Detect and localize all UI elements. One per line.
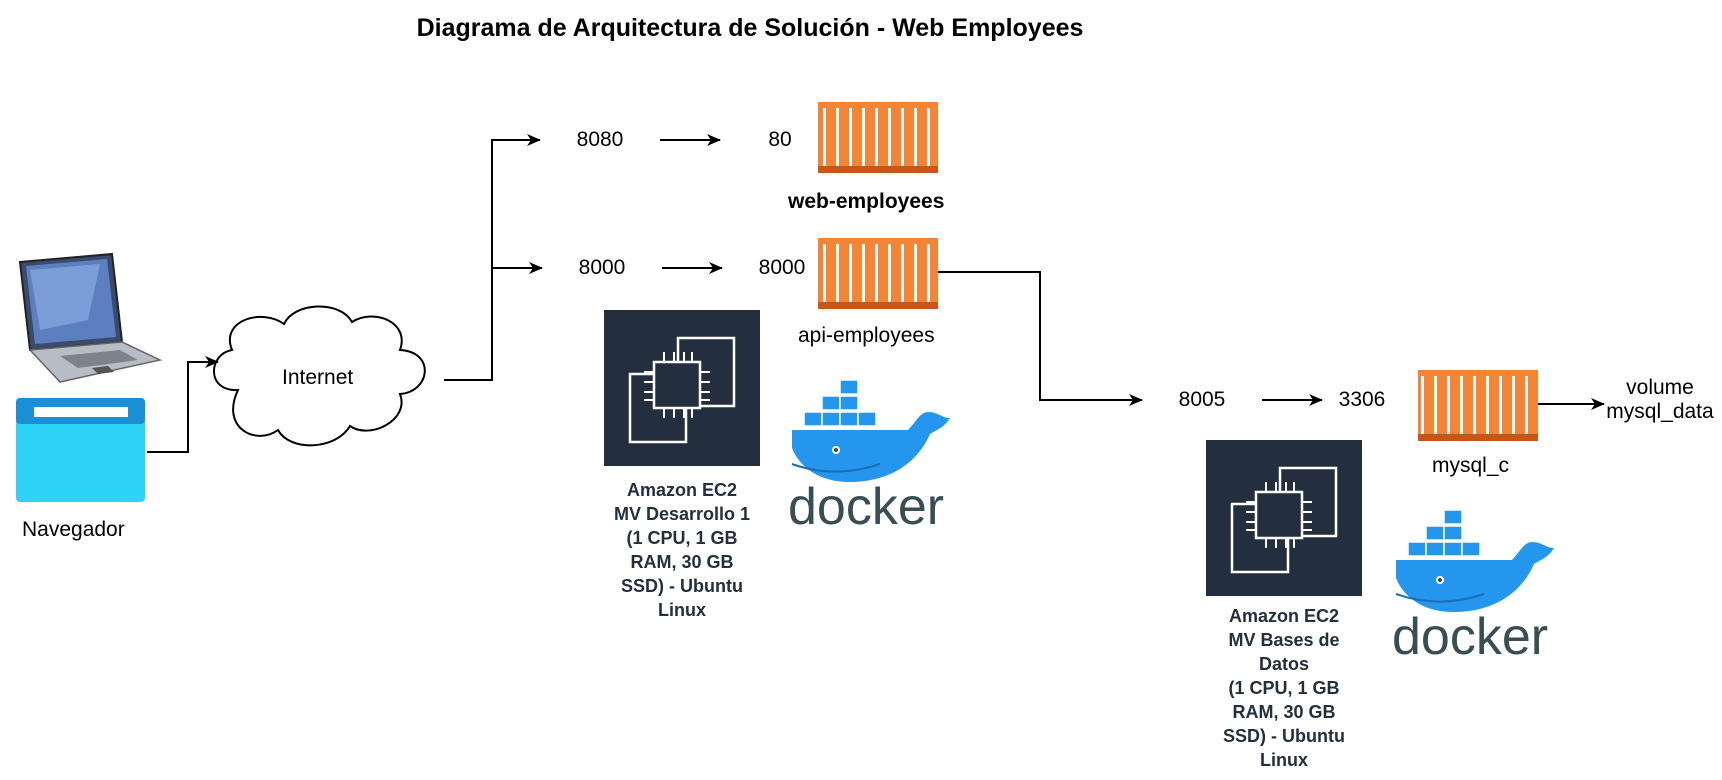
ec2-db-icon [1206, 440, 1362, 596]
mysql-container-icon [1418, 370, 1538, 441]
db-container-port: 3306 [1338, 388, 1386, 411]
ec2-dev-icon [604, 310, 760, 466]
web-container-icon [818, 102, 938, 173]
docker-db-wordmark: docker [1392, 608, 1548, 666]
web-container-port: 80 [768, 128, 792, 151]
browser-to-internet-arrow [147, 356, 219, 453]
docker-dev-wordmark: docker [788, 478, 944, 536]
laptop-icon [18, 252, 163, 383]
api-container-name: api-employees [798, 324, 935, 347]
web-host-port: 8080 [576, 128, 624, 151]
diagram-title: Diagrama de Arquitectura de Solución - W… [416, 14, 1084, 42]
api-host-port: 8000 [578, 256, 626, 279]
internet-label: Internet [282, 366, 354, 389]
browser-icon [16, 398, 145, 502]
internet-cloud [213, 305, 426, 447]
api-container-port: 8000 [758, 256, 806, 279]
browser-label: Navegador [22, 518, 125, 541]
api-to-db-arrow [938, 271, 1143, 406]
api-container-icon [818, 238, 938, 309]
docker-dev-logo: docker [788, 379, 950, 536]
web-container-name: web-employees [788, 190, 945, 213]
db-host-port: 8005 [1178, 388, 1226, 411]
internet-to-web-arrow [444, 134, 541, 381]
db-container-name: mysql_c [1432, 454, 1510, 477]
ec2-dev-label: Amazon EC2 MV Desarrollo 1 (1 CPU, 1 GB … [613, 480, 751, 620]
docker-db-logo: docker [1392, 509, 1554, 666]
ec2-db-label: Amazon EC2 MV Bases de Datos (1 CPU, 1 G… [1223, 606, 1345, 770]
volume-label: volume mysql_data [1606, 376, 1714, 423]
